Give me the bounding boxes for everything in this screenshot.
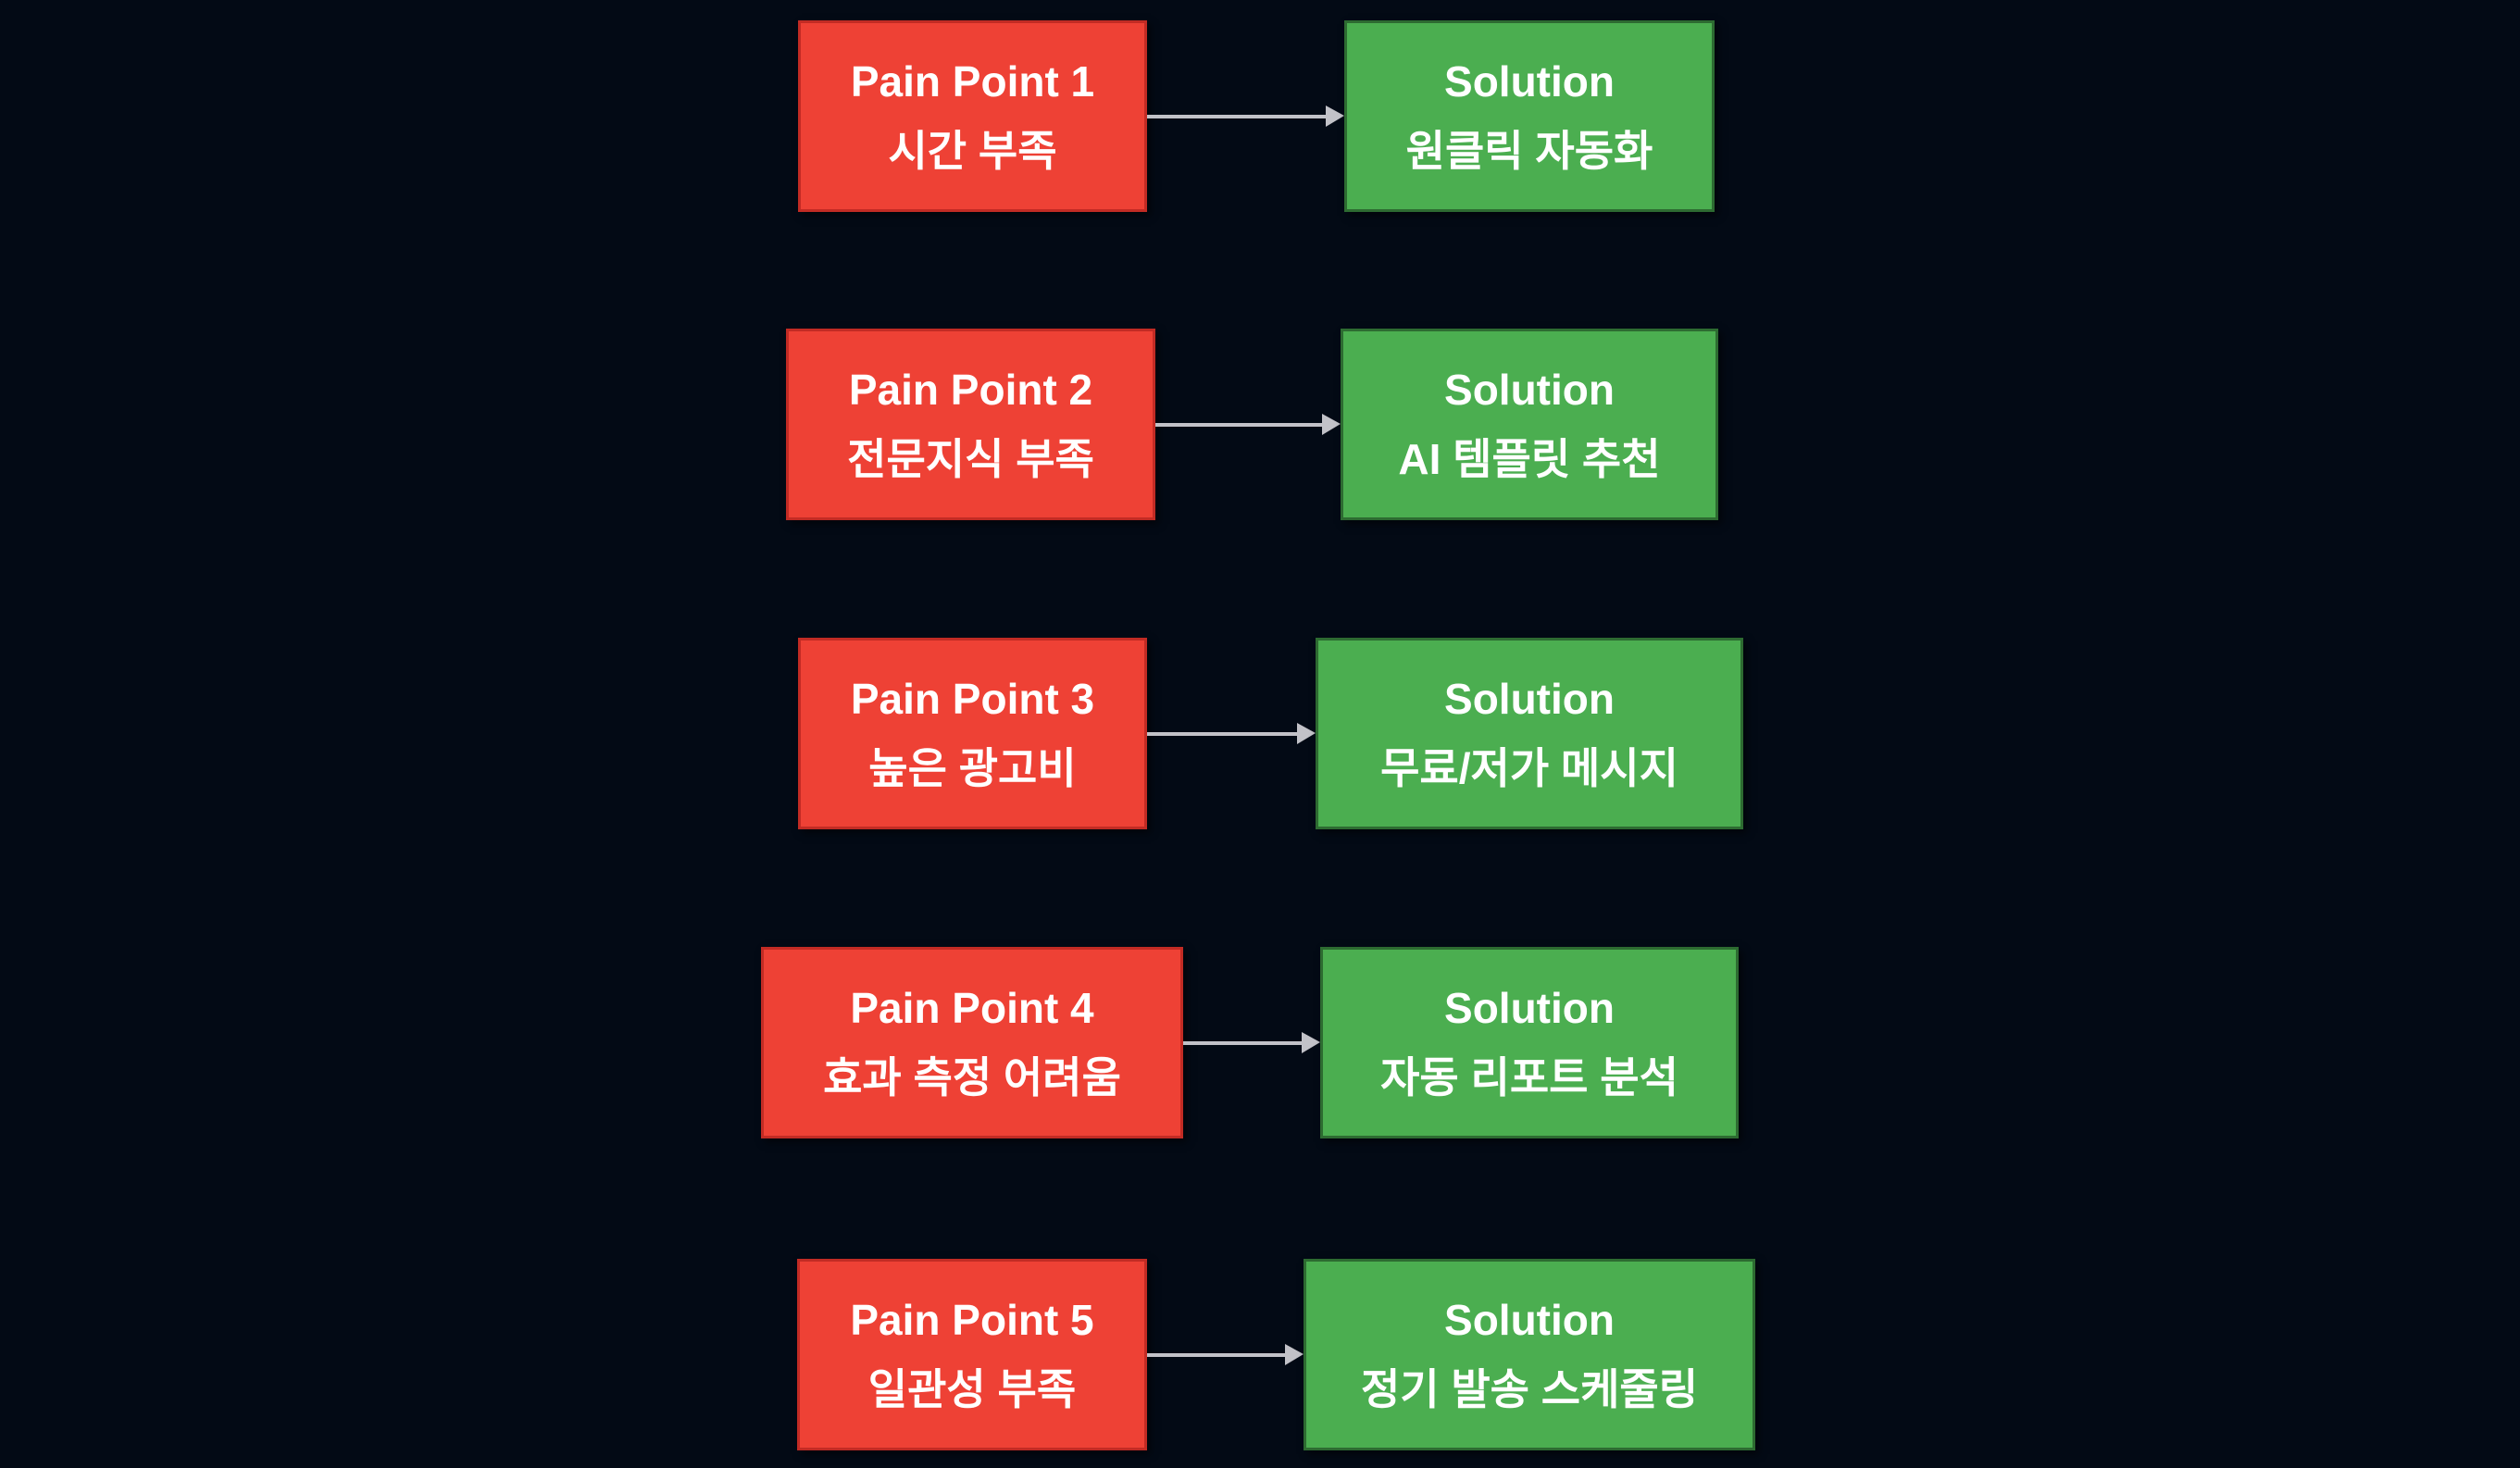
arrow-connector <box>1147 723 1316 744</box>
solution-title: Solution <box>1444 674 1615 723</box>
solution-box: Solution AI 템플릿 추천 <box>1341 329 1718 520</box>
arrow-line <box>1147 732 1301 736</box>
pain-point-subtitle: 일관성 부족 <box>867 1364 1077 1413</box>
solution-title: Solution <box>1444 365 1615 414</box>
arrowhead-icon <box>1285 1344 1304 1365</box>
pain-point-box: Pain Point 1 시간 부족 <box>798 20 1147 212</box>
solution-subtitle: 원클릭 자동화 <box>1405 126 1653 175</box>
arrow-connector <box>1155 414 1341 435</box>
pain-point-subtitle: 높은 광고비 <box>868 743 1077 792</box>
flow-row: Pain Point 1 시간 부족 Solution 원클릭 자동화 <box>0 20 2520 212</box>
solution-title: Solution <box>1444 56 1615 106</box>
pain-point-box: Pain Point 4 효과 측정 어려움 <box>761 947 1183 1138</box>
pain-point-subtitle: 전문지식 부족 <box>847 434 1094 483</box>
arrowhead-icon <box>1297 723 1316 744</box>
solution-box: Solution 무료/저가 메시지 <box>1316 638 1743 829</box>
pain-point-subtitle: 시간 부족 <box>888 126 1057 175</box>
solution-box: Solution 원클릭 자동화 <box>1344 20 1715 212</box>
arrowhead-icon <box>1326 106 1344 127</box>
flow-row: Pain Point 4 효과 측정 어려움 Solution 자동 리포트 분… <box>0 947 2520 1138</box>
pain-point-title: Pain Point 3 <box>850 674 1095 723</box>
solution-subtitle: 정기 발송 스케줄링 <box>1360 1364 1699 1413</box>
solution-title: Solution <box>1444 983 1615 1032</box>
flow-row: Pain Point 3 높은 광고비 Solution 무료/저가 메시지 <box>0 638 2520 829</box>
arrow-connector <box>1147 106 1344 127</box>
flow-row: Pain Point 5 일관성 부족 Solution 정기 발송 스케줄링 <box>0 1259 2520 1450</box>
pain-point-title: Pain Point 4 <box>850 983 1094 1032</box>
solution-title: Solution <box>1444 1295 1615 1344</box>
arrow-connector <box>1147 1344 1304 1365</box>
pain-point-box: Pain Point 2 전문지식 부족 <box>786 329 1155 520</box>
pain-point-title: Pain Point 1 <box>850 56 1095 106</box>
arrow-line <box>1183 1041 1305 1045</box>
pain-point-box: Pain Point 5 일관성 부족 <box>797 1259 1147 1450</box>
pain-point-title: Pain Point 5 <box>850 1295 1094 1344</box>
solution-subtitle: AI 템플릿 추천 <box>1398 434 1661 483</box>
solution-subtitle: 무료/저가 메시지 <box>1380 743 1678 792</box>
solution-box: Solution 정기 발송 스케줄링 <box>1304 1259 1755 1450</box>
arrow-line <box>1155 423 1326 427</box>
arrow-line <box>1147 1353 1289 1357</box>
arrow-connector <box>1183 1032 1320 1053</box>
pain-point-subtitle: 효과 측정 어려움 <box>823 1052 1121 1101</box>
solution-box: Solution 자동 리포트 분석 <box>1320 947 1739 1138</box>
arrow-line <box>1147 115 1329 118</box>
flow-row: Pain Point 2 전문지식 부족 Solution AI 템플릿 추천 <box>0 329 2520 520</box>
arrowhead-icon <box>1322 414 1341 435</box>
pain-point-title: Pain Point 2 <box>848 365 1093 414</box>
solution-subtitle: 자동 리포트 분석 <box>1380 1052 1678 1101</box>
pain-point-box: Pain Point 3 높은 광고비 <box>798 638 1147 829</box>
arrowhead-icon <box>1302 1032 1320 1053</box>
